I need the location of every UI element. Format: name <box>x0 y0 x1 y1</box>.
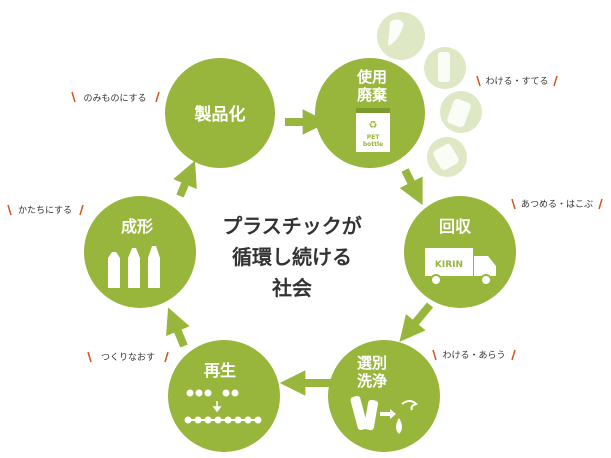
node-collect-title: 回収 <box>439 217 472 236</box>
node-sort-title-1: 選別 <box>357 354 387 372</box>
node-use-title-2: 廃棄 <box>357 86 388 104</box>
center-title-line-1: プラスチックが <box>222 214 362 238</box>
arrow-collect-to-sort <box>399 302 434 342</box>
flake-icon <box>401 400 418 411</box>
node-collect: 回収 KIRIN <box>404 196 516 308</box>
arrow-use-to-collect <box>399 168 423 206</box>
pellet-chain-icon <box>184 389 262 424</box>
node-use-title-1: 使用 <box>356 68 387 86</box>
tag-use: わける・すてる <box>476 75 558 87</box>
node-use: 使用 廃棄 ♻ PET bottle <box>315 58 425 168</box>
water-drop-icon <box>396 418 402 434</box>
tag-product-text: のみものにする <box>83 93 146 104</box>
node-sort: 選別 洗浄 <box>328 340 440 452</box>
tag-collect: あつめる・はこぶ <box>511 198 603 210</box>
arrow-form-to-product <box>173 160 197 198</box>
recycle-symbol-icon: ♻ <box>369 120 378 131</box>
node-product-title: 製品化 <box>194 104 246 125</box>
node-recycle: 再生 <box>168 340 280 452</box>
node-form-title: 成形 <box>121 217 153 236</box>
center-title: プラスチックが 循環し続ける 社会 <box>222 214 362 300</box>
node-product: 製品化 <box>165 58 275 168</box>
cycle-arrows <box>166 109 434 396</box>
bottles-icon <box>108 246 160 288</box>
truck-label: KIRIN <box>435 260 463 270</box>
tag-collect-text: あつめる・はこぶ <box>521 199 593 210</box>
pet-bin-icon: ♻ PET bottle <box>356 108 390 152</box>
tag-sort: わける・あらう <box>432 349 516 361</box>
tag-use-text: わける・すてる <box>485 76 548 87</box>
tag-recycle-text: つくりなおす <box>101 352 155 363</box>
bottle-thumbnails <box>377 12 482 177</box>
tag-product: のみものにする <box>71 91 160 104</box>
bin-label-2: bottle <box>363 141 383 148</box>
center-title-line-3: 社会 <box>271 276 312 300</box>
truck-icon: KIRIN <box>425 248 496 286</box>
node-sort-title-2: 洗浄 <box>357 372 387 390</box>
bin-label-1: PET <box>367 134 380 141</box>
tag-form: かたちにする <box>7 204 84 216</box>
drinking-person-icon <box>377 12 425 60</box>
washing-icons <box>350 395 418 434</box>
tag-recycle: つくりなおす <box>87 351 169 363</box>
node-recycle-title: 再生 <box>204 361 236 380</box>
node-form: 成形 <box>84 196 196 308</box>
arrow-recycle-to-form <box>166 307 190 348</box>
tag-sort-text: わける・あらう <box>442 350 505 361</box>
tag-form-text: かたちにする <box>18 205 72 216</box>
center-title-line-2: 循環し続ける <box>232 245 352 269</box>
